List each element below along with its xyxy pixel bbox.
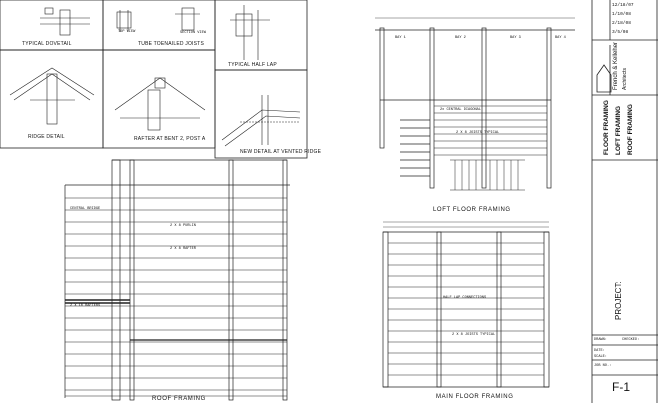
title-block-lines bbox=[591, 0, 658, 403]
checked-label: CHECKED: bbox=[622, 338, 640, 342]
revision-date-4: 3/5/08 bbox=[612, 30, 629, 35]
drawn-label: DRAWN: bbox=[594, 338, 607, 342]
main-floor-title: MAIN FLOOR FRAMING bbox=[436, 394, 514, 400]
roof-note-1: 2 X 8 PURLIN bbox=[170, 224, 196, 228]
loft-floor-title: LOFT FLOOR FRAMING bbox=[433, 207, 511, 213]
roof-plan bbox=[64, 159, 290, 401]
detail-label-vented: NEW DETAIL AT VENTED RIDGE bbox=[240, 149, 322, 155]
roof-note-2: 2 X 8 RAFTER bbox=[170, 247, 196, 251]
roof-framing-title: ROOF FRAMING bbox=[152, 396, 206, 402]
sheet-number: F-1 bbox=[612, 380, 630, 394]
bay-label-2: BAY 2 bbox=[455, 36, 466, 40]
revision-date-2: 1/10/08 bbox=[612, 12, 631, 17]
project-label: PROJECT: bbox=[614, 281, 623, 320]
note-section-view: SECTION VIEW bbox=[180, 31, 206, 35]
scale-label: SCALE: bbox=[594, 355, 607, 359]
roof-note-3: CENTRAL BRIDGE bbox=[70, 207, 101, 211]
loft-floor-plan bbox=[375, 17, 575, 191]
main-floor-plan bbox=[382, 221, 550, 388]
detail-frame-rafter bbox=[102, 49, 216, 149]
detail-label-dovetail: TYPICAL DOVETAIL bbox=[22, 41, 72, 47]
detail-label-ridge: RIDGE DETAIL bbox=[28, 134, 65, 140]
roof-note-4: 2 X 10 RAFTERS bbox=[70, 304, 101, 308]
loft-note-1: 2x CENTRAL DIAGONAL bbox=[440, 108, 481, 112]
loft-note-2: 2 X 8 JOISTS TYPICAL bbox=[456, 131, 500, 135]
sheet-title-2: LOFT FRAMING bbox=[615, 105, 622, 155]
job-no-label: JOB NO.: bbox=[594, 364, 612, 368]
detail-frame-vented bbox=[214, 69, 308, 159]
note-top-view: TOP VIEW bbox=[118, 30, 136, 34]
bay-label-1: BAY 1 bbox=[395, 36, 406, 40]
firm-subtitle: Architects bbox=[622, 68, 628, 90]
revision-date-1: 12/18/07 bbox=[612, 3, 634, 8]
main-note-1: HALF LAP CONNECTIONS bbox=[443, 296, 487, 300]
firm-logo-icon bbox=[596, 64, 612, 93]
sheet-title-3: ROOF FRAMING bbox=[627, 104, 634, 155]
date-label: DATE: bbox=[594, 349, 605, 353]
detail-label-rafter: RAFTER AT BENT 2, POST A bbox=[134, 136, 206, 142]
firm-name: French & Kelleher bbox=[613, 41, 619, 90]
sheet-title-1: FLOOR FRAMING bbox=[603, 100, 610, 155]
revision-date-3: 2/18/08 bbox=[612, 21, 631, 26]
detail-frame-halflap bbox=[214, 0, 308, 71]
detail-label-halflap: TYPICAL HALF LAP bbox=[228, 62, 277, 68]
detail-label-toenail: TUBE TOENAILED JOISTS bbox=[138, 41, 204, 47]
bay-label-4: BAY 4 bbox=[555, 36, 566, 40]
bay-label-3: BAY 3 bbox=[510, 36, 521, 40]
main-note-2: 2 X 8 JOISTS TYPICAL bbox=[452, 333, 496, 337]
